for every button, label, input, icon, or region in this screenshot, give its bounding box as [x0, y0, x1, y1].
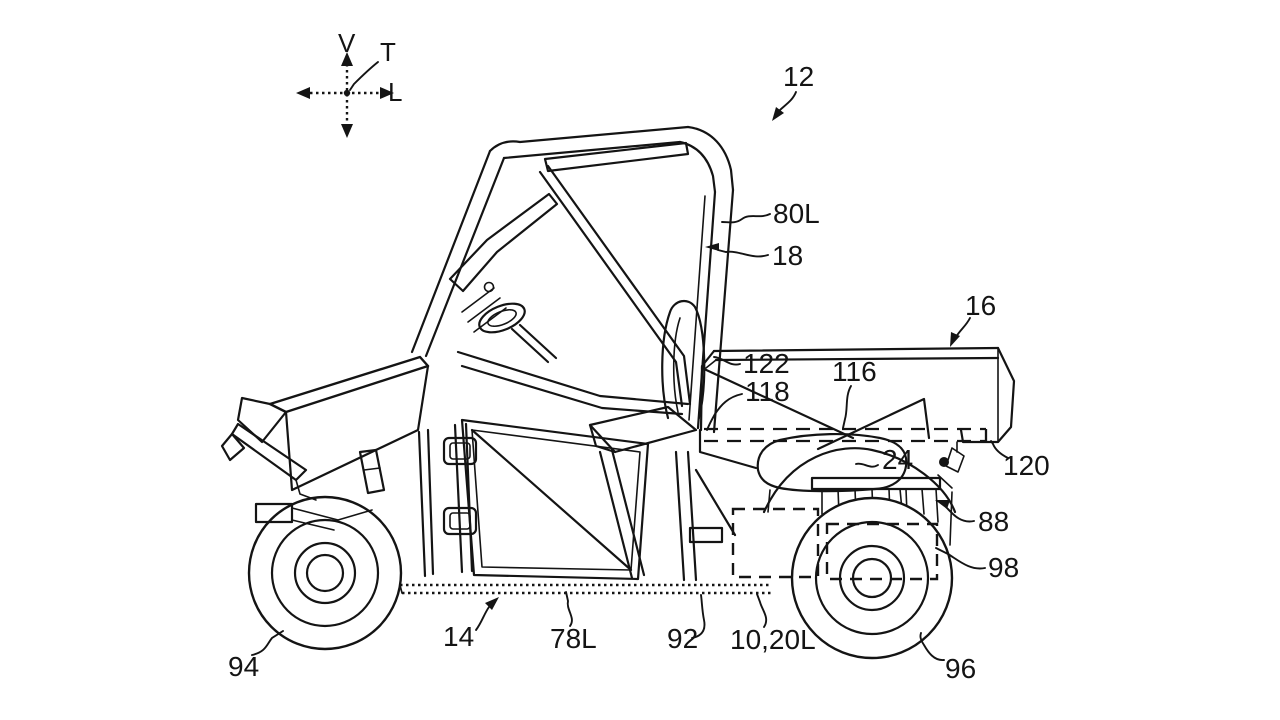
door — [442, 418, 650, 581]
leader-18 — [717, 249, 769, 258]
ref-label-10-20L: 10,20L — [730, 624, 816, 655]
ref-label-12: 12 — [783, 61, 814, 92]
leader-94 — [251, 630, 284, 656]
leader-78L — [565, 591, 573, 627]
ref-label-24: 24 — [882, 444, 913, 475]
leader-120 — [990, 440, 1009, 459]
ref-label-94: 94 — [228, 651, 259, 682]
leader-122 — [713, 356, 741, 366]
cage-diagonal — [546, 164, 692, 406]
ref-label-14: 14 — [443, 621, 474, 652]
ref-label-120: 120 — [1003, 450, 1050, 481]
compass-down-arrow — [341, 124, 353, 138]
leader-24 — [855, 462, 879, 468]
ref-label-96: 96 — [945, 653, 976, 684]
ref-label-98: 98 — [988, 552, 1019, 583]
ref-label-122: 122 — [743, 348, 790, 379]
ref-label-118: 118 — [745, 376, 790, 407]
ref-label-116: 116 — [832, 356, 877, 387]
leader-lines — [251, 91, 1009, 661]
ref-label-88: 88 — [978, 506, 1009, 537]
compass-l-label: L — [388, 77, 402, 107]
beltline — [456, 350, 690, 416]
door-hinge-lower — [442, 506, 478, 536]
steering-wheel — [478, 302, 558, 364]
leader-14 — [475, 606, 490, 631]
leader-12 — [776, 91, 797, 114]
compass-right-arrow — [380, 87, 394, 99]
powertrain — [756, 432, 908, 493]
rocker-frame — [399, 583, 772, 595]
leader-80L — [721, 213, 771, 224]
front-wheel — [247, 495, 403, 651]
hood-and-nose — [220, 355, 430, 501]
windshield-frame — [448, 192, 559, 293]
leader-116 — [842, 385, 852, 429]
leader-88 — [945, 506, 975, 523]
roof-cross-member — [543, 141, 690, 173]
hidden-members — [704, 427, 988, 443]
ref-label-16: 16 — [965, 290, 996, 321]
leader-98 — [935, 547, 986, 570]
ref-label-78L: 78L — [550, 623, 597, 654]
door-hinge-upper — [442, 436, 478, 466]
rear-hitch-detail — [937, 441, 965, 489]
front-suspension — [254, 448, 386, 531]
leader-92 — [691, 594, 706, 639]
compass-rose: V T L — [296, 28, 402, 138]
compass-t-label: T — [380, 37, 396, 67]
ref-label-92: 92 — [667, 623, 698, 654]
reference-labels: 12 80L 18 16 122 118 116 24 120 88 98 94… — [228, 61, 1050, 684]
rear-fender — [762, 447, 957, 514]
leader-118 — [706, 393, 743, 431]
ref-label-80L: 80L — [773, 198, 820, 229]
front-wheel-well — [417, 428, 435, 578]
leader-10-20L — [756, 593, 768, 628]
ref-label-18: 18 — [772, 240, 803, 271]
compass-up-arrow — [341, 52, 353, 66]
hidden-box-left — [731, 507, 820, 579]
roll-cage — [410, 125, 735, 434]
hidden-box-hub — [825, 522, 939, 581]
compass-left-arrow — [296, 87, 310, 99]
leader-96 — [919, 632, 945, 661]
compass-v-label: V — [338, 28, 356, 58]
